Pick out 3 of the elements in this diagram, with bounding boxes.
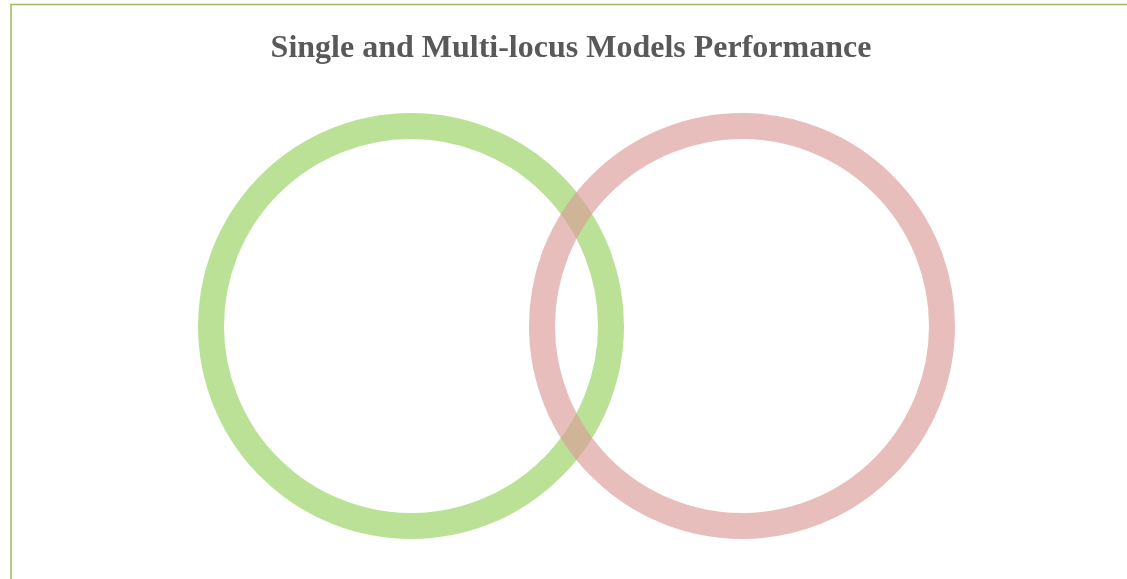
ring-circle xyxy=(529,113,955,539)
chart-title: Single and Multi-locus Models Performance xyxy=(269,28,873,65)
ring-circle xyxy=(198,113,624,539)
